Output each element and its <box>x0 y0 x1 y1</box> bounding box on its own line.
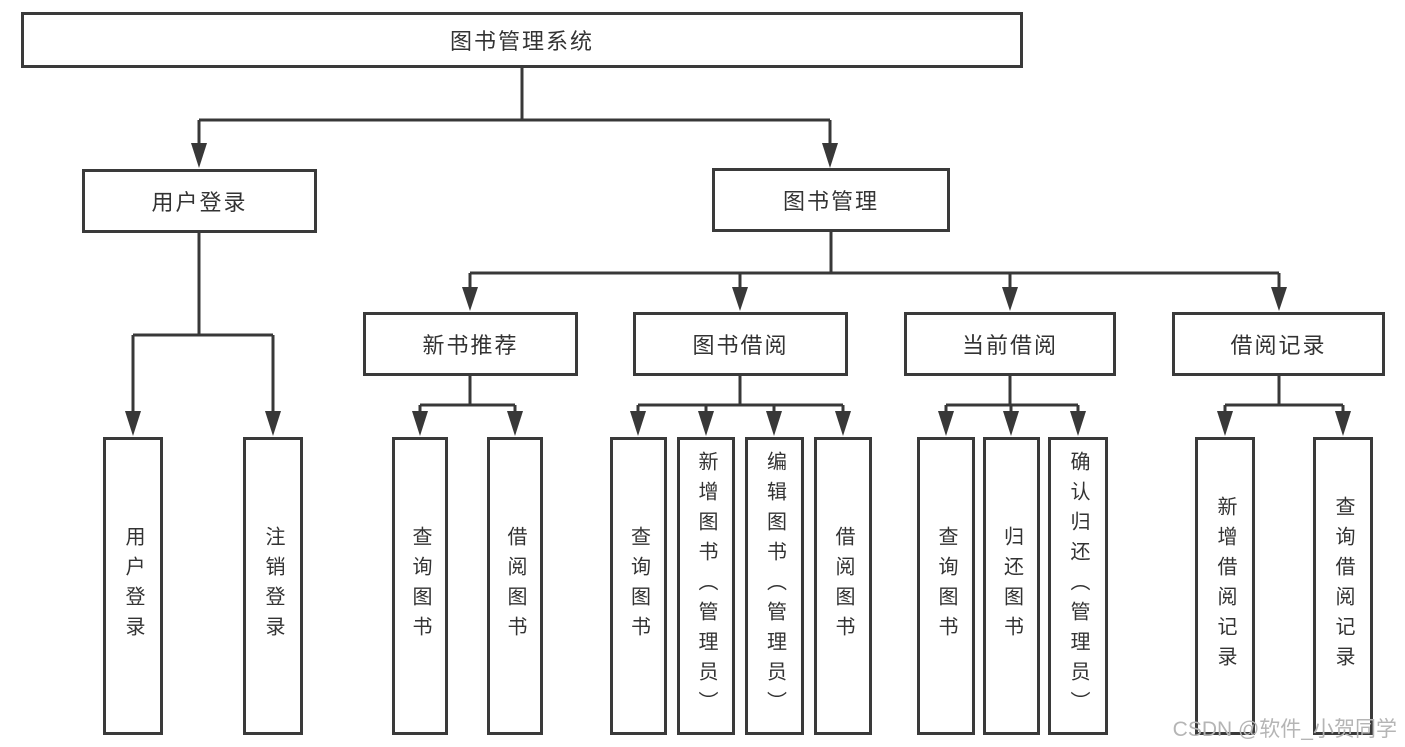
leaf-borrow-book-newrec: 借阅图书 <box>487 437 543 735</box>
leaf-query-book-newrec: 查询图书 <box>392 437 448 735</box>
node-current-borrow: 当前借阅 <box>904 312 1116 376</box>
leaf-logout: 注销登录 <box>243 437 303 735</box>
leaf-borrow-book-borrow: 借阅图书 <box>814 437 872 735</box>
node-root: 图书管理系统 <box>21 12 1023 68</box>
leaf-query-book-current: 查询图书 <box>917 437 975 735</box>
leaf-logout-label: 注销登录 <box>262 526 284 646</box>
leaf-query-book-borrow: 查询图书 <box>610 437 667 735</box>
leaf-add-borrow-record-label: 新增借阅记录 <box>1214 496 1236 676</box>
node-user-login-label: 用户登录 <box>151 190 248 215</box>
leaf-query-borrow-record: 查询借阅记录 <box>1313 437 1373 735</box>
node-book-borrow-label: 图书借阅 <box>692 333 789 358</box>
leaf-query-book-newrec-label: 查询图书 <box>409 526 431 646</box>
csdn-watermark: CSDN @软件_小贺同学 <box>1172 718 1397 741</box>
leaf-user-login-label: 用户登录 <box>122 526 144 646</box>
leaf-query-borrow-record-label: 查询借阅记录 <box>1332 496 1354 676</box>
leaf-add-borrow-record: 新增借阅记录 <box>1195 437 1255 735</box>
leaf-add-book-admin: 新增图书（管理员） <box>677 437 735 735</box>
node-borrow-records-label: 借阅记录 <box>1230 333 1327 358</box>
leaf-edit-book-admin-label: 编辑图书（管理员） <box>763 451 786 721</box>
node-new-book-recommend: 新书推荐 <box>363 312 578 376</box>
leaf-borrow-book-borrow-label: 借阅图书 <box>832 526 854 646</box>
leaf-return-book: 归还图书 <box>983 437 1040 735</box>
leaf-borrow-book-newrec-label: 借阅图书 <box>504 526 526 646</box>
node-root-label: 图书管理系统 <box>449 29 594 54</box>
node-borrow-records: 借阅记录 <box>1172 312 1385 376</box>
leaf-user-login: 用户登录 <box>103 437 163 735</box>
leaf-query-book-current-label: 查询图书 <box>935 526 957 646</box>
node-user-login: 用户登录 <box>82 169 317 233</box>
node-new-book-recommend-label: 新书推荐 <box>422 333 519 358</box>
leaf-add-book-admin-label: 新增图书（管理员） <box>695 451 717 721</box>
leaf-return-book-label: 归还图书 <box>1000 526 1023 646</box>
node-book-management-label: 图书管理 <box>782 189 879 214</box>
leaf-edit-book-admin: 编辑图书（管理员） <box>745 437 804 735</box>
leaf-confirm-return-admin: 确认归还（管理员） <box>1048 437 1108 735</box>
node-book-management: 图书管理 <box>712 168 950 232</box>
node-current-borrow-label: 当前借阅 <box>961 333 1058 358</box>
leaf-confirm-return-admin-label: 确认归还（管理员） <box>1067 451 1089 721</box>
leaf-query-book-borrow-label: 查询图书 <box>627 526 650 646</box>
node-book-borrow: 图书借阅 <box>633 312 848 376</box>
